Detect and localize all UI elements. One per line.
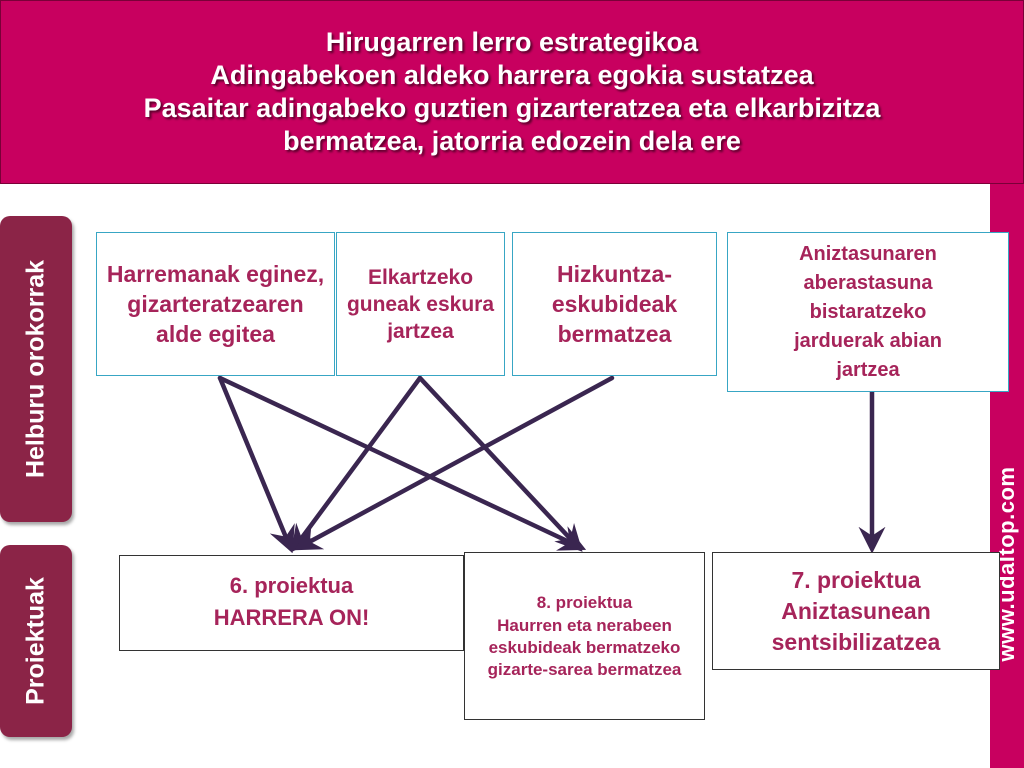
header-line-3: Pasaitar adingabeko guztien gizarteratze… bbox=[143, 93, 881, 123]
goal-box-language-rights: Hizkuntza-eskubideak bermatzea bbox=[512, 232, 717, 376]
project-7-title: 7. proiektua bbox=[791, 566, 921, 593]
project-7-box: 7. proiektua Aniztasunean sentsibilizatz… bbox=[712, 552, 1000, 670]
project-6-title: 6. proiektua bbox=[229, 573, 354, 598]
goal-text-language-rights: Hizkuntza-eskubideak bermatzea bbox=[551, 261, 678, 347]
goals-side-label: Helburu orokorrak bbox=[0, 216, 72, 522]
header-line-4: bermatzea, jatorria edozein dela ere bbox=[283, 126, 741, 156]
project-8-title: 8. proiektua bbox=[536, 593, 633, 612]
goal-text-relationships: Harremanak eginez, gizarteratzearen alde… bbox=[106, 261, 325, 347]
arrow-goal2-to-project6 bbox=[290, 375, 423, 553]
header-line-1: Hirugarren lerro estrategikoa bbox=[325, 27, 699, 57]
arrow-goal3-to-project6 bbox=[294, 375, 615, 551]
strategic-line-header: Hirugarren lerro estrategikoa Adingabeko… bbox=[0, 0, 1024, 184]
goal-box-meeting-spaces: Elkartzeko guneak eskura jartzea bbox=[336, 232, 505, 376]
project-6-box: 6. proiektua HARRERA ON! bbox=[119, 555, 464, 651]
goal-text-meeting-spaces: Elkartzeko guneak eskura jartzea bbox=[346, 265, 495, 343]
projects-side-label: Proiektuak bbox=[0, 545, 72, 737]
project-7-subtitle: Aniztasunean sentsibilizatzea bbox=[771, 597, 941, 655]
arrow-goal1-to-project8 bbox=[217, 375, 587, 551]
project-8-subtitle: Haurren eta nerabeen eskubideak bermatze… bbox=[487, 616, 682, 679]
goal-text-diversity: Aniztasunaren aberastasuna bistaratzeko … bbox=[794, 242, 942, 381]
arrow-goal1-to-project6 bbox=[217, 375, 295, 554]
arrow-goal2-to-project8 bbox=[417, 375, 583, 552]
project-8-box: 8. proiektua Haurren eta nerabeen eskubi… bbox=[464, 552, 705, 720]
goal-box-relationships: Harremanak eginez, gizarteratzearen alde… bbox=[96, 232, 335, 376]
goal-box-diversity: Aniztasunaren aberastasuna bistaratzeko … bbox=[727, 232, 1009, 392]
header-line-2: Adingabekoen aldeko harrera egokia susta… bbox=[210, 60, 814, 90]
project-6-subtitle: HARRERA ON! bbox=[213, 605, 370, 630]
